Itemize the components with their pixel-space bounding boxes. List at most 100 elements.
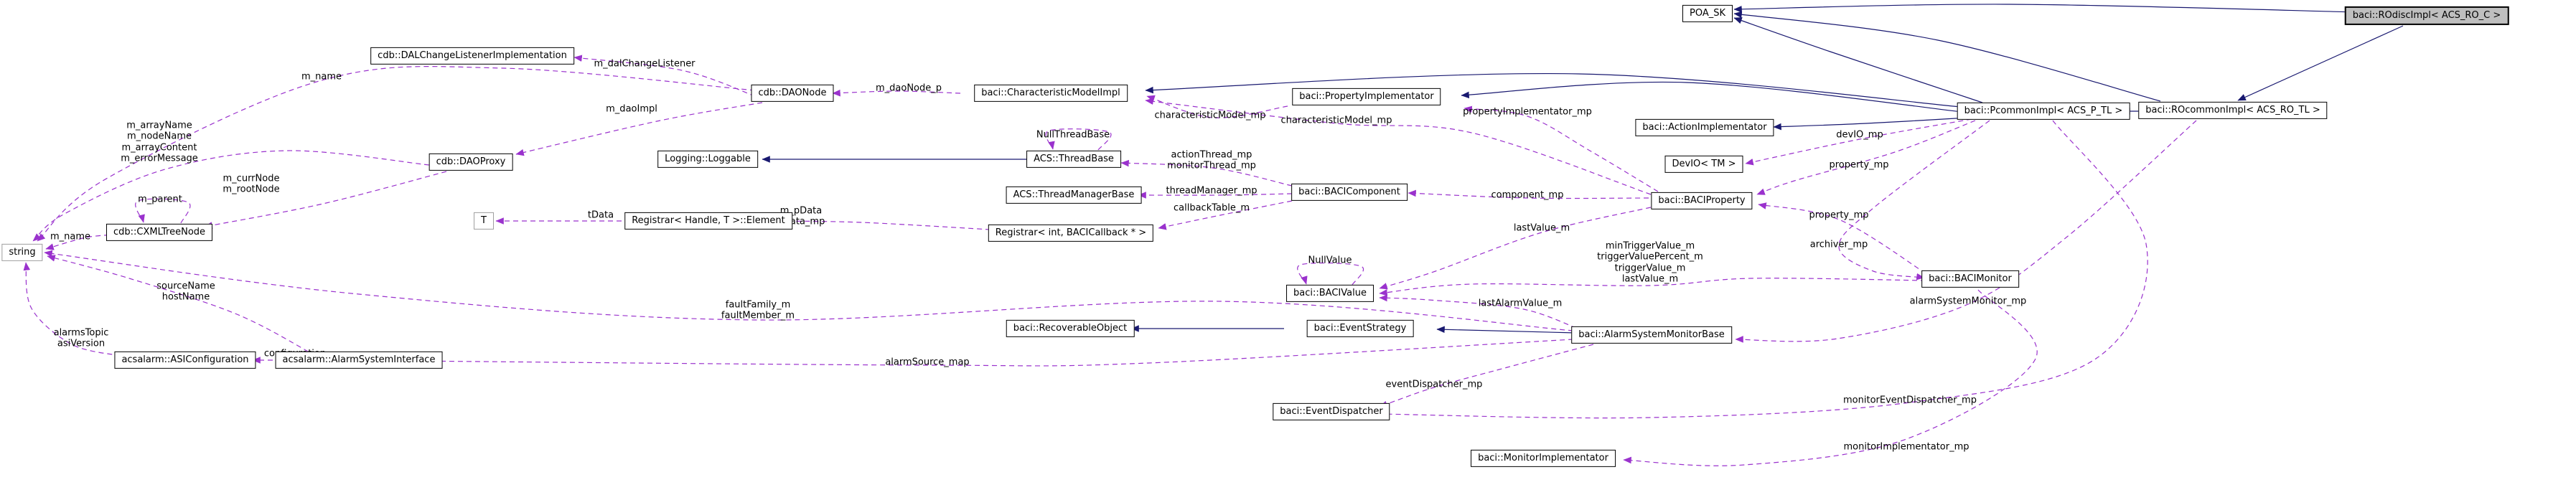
- edge-label: minTriggerValue_m triggerValuePercent_m …: [1597, 240, 1703, 285]
- class-node-registrar-element[interactable]: Registrar< Handle, T >::Element: [624, 212, 792, 230]
- class-node-event-strategy[interactable]: baci::EventStrategy: [1306, 319, 1414, 338]
- edge-label: characteristicModel_mp: [1154, 110, 1266, 121]
- edge-use-baci-component-to-registrar-int-bacicallback: [1158, 200, 1293, 230]
- class-node-t[interactable]: T: [474, 212, 494, 230]
- class-node-devio-tm[interactable]: DevIO< TM >: [1664, 155, 1743, 174]
- edge-label: m_daoImpl: [606, 103, 657, 115]
- class-node-alarm-system-interface[interactable]: acsalarm::AlarmSystemInterface: [275, 351, 443, 369]
- class-node-thread-base[interactable]: ACS::ThreadBase: [1026, 150, 1121, 169]
- edge-inherit-pcommon-impl-to-characteristic-model-impl: [1145, 72, 1969, 108]
- edge-use-baci-monitor-to-monitor-implementator: [1623, 289, 2038, 466]
- edge-use-baci-property-to-characteristic-model-impl: [1145, 98, 1652, 195]
- edge-label: alarmSystemMonitor_mp: [1909, 296, 2027, 307]
- edge-use-cxml-tree-node-to-cxml-tree-node: [135, 198, 191, 224]
- edge-label: NullThreadBase: [1036, 129, 1110, 141]
- edge-use-dao-node-to-dao-proxy: [515, 102, 763, 156]
- edge-use-baci-component-to-thread-manager-base: [1138, 192, 1293, 199]
- edge-label: alarmSource_map: [885, 357, 970, 368]
- edge-use-baci-property-to-baci-value: [1379, 207, 1652, 290]
- class-node-action-implementator[interactable]: baci::ActionImplementator: [1635, 118, 1774, 137]
- edge-label: m_parent: [138, 194, 182, 205]
- edge-label: eventDispatcher_mp: [1385, 379, 1483, 390]
- edge-use-baci-component-to-thread-base: [1120, 159, 1293, 187]
- edge-label: lastAlarmValue_m: [1478, 298, 1563, 309]
- edge-use-alarm-system-monitor-base-to-alarm-system-interface: [403, 339, 1574, 367]
- class-node-dao-proxy[interactable]: cdb::DAOProxy: [428, 153, 513, 171]
- edge-label: m_currNode m_rootNode: [223, 173, 280, 195]
- edge-use-dao-proxy-to-cxml-tree-node: [204, 171, 447, 229]
- edge-label: lastValue_m: [1513, 222, 1570, 234]
- edge-label: component_mp: [1491, 189, 1564, 201]
- class-node-recoverable-object[interactable]: baci::RecoverableObject: [1006, 319, 1135, 338]
- edge-use-pcommon-impl-to-baci-property: [1756, 120, 1976, 195]
- class-node-loggable[interactable]: Logging::Loggable: [657, 150, 758, 169]
- edge-label: m_name: [50, 231, 91, 242]
- edge-label: monitorImplementator_mp: [1843, 441, 1970, 453]
- edge-label: m_name: [301, 71, 342, 83]
- class-node-monitor-implementator[interactable]: baci::MonitorImplementator: [1471, 449, 1616, 468]
- class-node-dal-change-listener-implementation[interactable]: cdb::DALChangeListenerImplementation: [370, 47, 574, 65]
- edge-inherit-alarm-system-monitor-base-to-event-strategy: [1436, 326, 1577, 334]
- edge-use-registrar-int-bacicallback-to-registrar-element: [772, 217, 991, 230]
- edge-use-baci-property-to-baci-component: [1408, 189, 1649, 199]
- edge-label: monitorEventDispatcher_mp: [1843, 395, 1977, 406]
- edge-label: m_dalChangeListener: [594, 58, 695, 70]
- edge-label: sourceName hostName: [156, 281, 215, 303]
- edge-use-thread-base-to-thread-base: [1045, 128, 1112, 151]
- edge-use-baci-monitor-to-baci-property: [1758, 202, 1926, 274]
- edge-use-alarm-system-monitor-base-to-event-dispatcher: [1379, 344, 1594, 407]
- class-node-characteristic-model-impl[interactable]: baci::CharacteristicModelImpl: [974, 84, 1128, 103]
- class-node-cxml-tree-node[interactable]: cdb::CXMLTreeNode: [106, 223, 213, 242]
- edge-use-baci-value-to-baci-value: [1297, 262, 1364, 286]
- class-node-baci-monitor[interactable]: baci::BACIMonitor: [1921, 270, 2019, 288]
- edge-label: propertyImplementator_mp: [1463, 106, 1592, 118]
- edge-label: tData: [587, 209, 614, 221]
- edge-use-baci-property-to-property-implementator: [1463, 105, 1659, 192]
- class-node-baci-value[interactable]: baci::BACIValue: [1286, 284, 1374, 303]
- edge-use-characteristic-model-impl-to-dao-node: [832, 89, 961, 97]
- edge-label: NullValue: [1308, 255, 1352, 266]
- edge-label: devIO_mp: [1836, 129, 1883, 141]
- edge-use-dao-node-to-dal-change-listener-implementation: [573, 55, 756, 97]
- edge-label: property_mp: [1809, 209, 1869, 221]
- edge-inherit-pcommon-impl-to-property-implementator: [1461, 81, 1969, 113]
- class-node-pcommon-impl[interactable]: baci::PcommonImpl< ACS_P_TL >: [1957, 102, 2130, 121]
- edge-inherit-rocommon-impl-to-poa-sk: [1733, 11, 2161, 102]
- edge-label: threadManager_mp: [1166, 185, 1257, 197]
- edge-inherit-rodisc-impl-to-rocommon-impl: [2237, 25, 2404, 101]
- edge-use-dao-node-to-string: [37, 66, 756, 242]
- edge-label: m_arrayName m_nodeName m_arrayContent m_…: [121, 120, 198, 164]
- class-node-asi-configuration[interactable]: acsalarm::ASIConfiguration: [114, 351, 256, 369]
- edge-label: m_daoNode_p: [875, 83, 942, 94]
- edge-label: callbackTable_m: [1173, 202, 1250, 214]
- edge-use-baci-monitor-to-baci-value: [1379, 278, 1926, 296]
- edge-inherit-rodisc-impl-to-poa-sk: [1733, 4, 2359, 13]
- class-node-alarm-system-monitor-base[interactable]: baci::AlarmSystemMonitorBase: [1571, 326, 1732, 344]
- class-node-rocommon-impl[interactable]: baci::ROcommonImpl< ACS_RO_TL >: [2138, 101, 2328, 120]
- edge-use-rocommon-impl-to-alarm-system-monitor-base: [1735, 120, 2197, 343]
- class-node-property-implementator[interactable]: baci::PropertyImplementator: [1292, 88, 1441, 106]
- edge-use-pcommon-impl-to-devio-tm: [1745, 118, 1972, 166]
- edge-label: actionThread_mp monitorThread_mp: [1167, 149, 1256, 171]
- edge-label: alarmsTopic asiVersion: [53, 327, 109, 349]
- edge-label: faultFamily_m faultMember_m: [721, 299, 795, 321]
- class-node-baci-property[interactable]: baci::BACIProperty: [1651, 192, 1753, 210]
- edge-use-asi-configuration-to-string: [23, 262, 121, 357]
- edge-inherit-pcommon-impl-to-action-implementator: [1773, 117, 1969, 131]
- edge-use-cxml-tree-node-to-string: [45, 234, 118, 250]
- edge-inherit-pcommon-impl-to-poa-sk: [1733, 17, 1983, 103]
- class-node-registrar-int-bacicallback[interactable]: Registrar< int, BACICallback * >: [988, 224, 1154, 242]
- edge-label: archiver_mp: [1809, 239, 1868, 250]
- class-node-rodisc-impl[interactable]: baci::ROdiscImpl< ACS_RO_C >: [2344, 6, 2509, 26]
- class-node-dao-node[interactable]: cdb::DAONode: [751, 84, 834, 103]
- edge-use-pcommon-impl-to-event-dispatcher: [1379, 120, 2148, 419]
- edge-use-alarm-system-interface-to-string: [47, 255, 317, 357]
- class-node-thread-manager-base[interactable]: ACS::ThreadManagerBase: [1006, 186, 1142, 204]
- edge-label: property_mp: [1829, 159, 1889, 171]
- class-node-string[interactable]: string: [1, 243, 43, 262]
- class-node-event-dispatcher[interactable]: baci::EventDispatcher: [1273, 402, 1390, 421]
- class-node-baci-component[interactable]: baci::BACIComponent: [1291, 183, 1408, 202]
- class-node-poa-sk[interactable]: POA_SK: [1682, 4, 1733, 23]
